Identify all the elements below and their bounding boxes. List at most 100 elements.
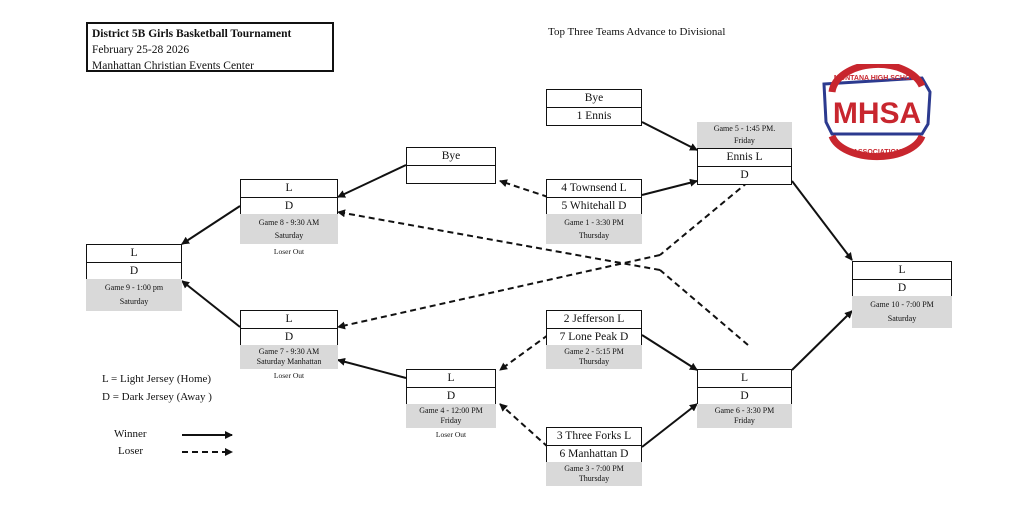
game7-time: Game 7 - 9:30 AM	[258, 347, 320, 356]
game4-time: Game 4 - 12:00 PM	[419, 406, 483, 415]
winner-line	[641, 403, 698, 448]
game5-box: Ennis L D	[697, 148, 792, 185]
game6-time: Game 6 - 3:30 PM	[714, 406, 775, 415]
legend-winner-label: Winner	[114, 428, 147, 440]
game3-light-slot: 3 Three Forks L	[556, 430, 632, 442]
bye-slot-top: Bye	[441, 150, 461, 162]
legend-dark: D = Dark Jersey (Away )	[102, 391, 212, 403]
game1-info: Game 1 - 3:30 PM Thursday	[546, 214, 642, 244]
winner-line	[641, 334, 698, 371]
game9-light-slot: L	[130, 247, 138, 259]
game2-light-slot: 2 Jefferson L	[563, 313, 625, 325]
game7-light-slot: L	[285, 313, 293, 325]
game7-box: L D	[240, 310, 338, 347]
legend-light: L = Light Jersey (Home)	[102, 373, 212, 385]
mhsa-logo: MONTANA HIGH SCHOOL MHSA ASSOCIATION	[822, 64, 932, 161]
game8-box: L D	[240, 179, 338, 216]
game2-box: 2 Jefferson L 7 Lone Peak D	[546, 310, 642, 347]
game1-light-slot: 4 Townsend L	[561, 182, 627, 194]
game10-box: L D	[852, 261, 952, 298]
game7-day: Saturday Manhattan	[256, 357, 322, 366]
game6-info: Game 6 - 3:30 PM Friday	[697, 404, 792, 428]
game3-info: Game 3 - 7:00 PM Thursday	[546, 462, 642, 486]
game5-time: Game 5 - 1:45 PM.	[713, 124, 776, 133]
game6-light-slot: L	[740, 372, 749, 384]
game10-dark-slot: D	[853, 279, 951, 297]
game7-info: Game 7 - 9:30 AM Saturday Manhattan	[240, 345, 338, 369]
game4-box: L D	[406, 369, 496, 406]
ennis-slot: 1 Ennis	[547, 107, 641, 125]
game4-loser-out: Loser Out	[435, 430, 467, 439]
game8-time: Game 8 - 9:30 AM	[258, 218, 320, 227]
game10-time: Game 10 - 7:00 PM	[870, 300, 934, 309]
bye-ennis-box: Bye 1 Ennis	[546, 89, 642, 126]
winner-line	[181, 205, 241, 245]
winner-line	[181, 280, 241, 328]
game3-time: Game 3 - 7:00 PM	[564, 464, 624, 473]
game9-info: Game 9 - 1:00 pm Saturday	[86, 279, 182, 311]
game6-day: Friday	[734, 416, 755, 425]
game1-box: 4 Townsend L 5 Whitehall D	[546, 179, 642, 216]
game10-info: Game 10 - 7:00 PM Saturday	[852, 296, 952, 328]
loser-line	[659, 269, 749, 346]
game6-box: L D	[697, 369, 792, 406]
game8-loser-out: Loser Out	[273, 247, 305, 256]
loser-line	[499, 403, 549, 448]
loser-line	[499, 334, 549, 371]
game7-dark-slot: D	[241, 328, 337, 346]
loser-line	[659, 181, 749, 256]
game10-day: Saturday	[887, 314, 917, 323]
advance-note: Top Three Teams Advance to Divisional	[548, 26, 726, 38]
game9-day: Saturday	[119, 297, 149, 306]
svg-text:MHSA: MHSA	[833, 97, 921, 130]
bye-slot-bottom	[407, 165, 495, 183]
loser-line	[337, 254, 661, 330]
game9-box: L D	[86, 244, 182, 281]
legend-loser-label: Loser	[118, 445, 144, 457]
game5-dark-slot: D	[698, 166, 791, 184]
jersey-legend: L = Light Jersey (Home) D = Dark Jersey …	[102, 370, 212, 406]
game8-info: Game 8 - 9:30 AM Saturday	[240, 214, 338, 244]
winner-line	[337, 357, 407, 379]
game5-light-slot: Ennis L	[726, 151, 763, 163]
game4-info: Game 4 - 12:00 PM Friday	[406, 404, 496, 428]
loser-line	[499, 179, 549, 198]
game4-dark-slot: D	[407, 387, 495, 405]
game2-day: Thursday	[578, 357, 610, 366]
game10-light-slot: L	[898, 264, 906, 276]
winner-line	[641, 121, 698, 151]
game2-dark-slot: 7 Lone Peak D	[547, 328, 641, 346]
game9-dark-slot: D	[87, 262, 181, 280]
game5-info: Game 5 - 1:45 PM. Friday	[697, 122, 792, 148]
game5-day: Friday	[734, 136, 755, 145]
winner-line	[791, 310, 853, 371]
game8-dark-slot: D	[241, 197, 337, 215]
bye-slot: Bye	[584, 92, 604, 104]
winner-line	[791, 180, 853, 261]
game8-day: Saturday	[274, 231, 304, 240]
svg-text:ASSOCIATION: ASSOCIATION	[853, 149, 901, 156]
tournament-venue: Manhattan Christian Events Center	[92, 60, 254, 72]
game1-day: Thursday	[578, 231, 610, 240]
game1-dark-slot: 5 Whitehall D	[547, 197, 641, 215]
game3-day: Thursday	[578, 474, 610, 483]
game7-loser-out: Loser Out	[273, 371, 305, 380]
bye-box: Bye	[406, 147, 496, 184]
game2-info: Game 2 - 5:15 PM Thursday	[546, 345, 642, 369]
game2-time: Game 2 - 5:15 PM	[564, 347, 624, 356]
winner-line	[337, 164, 407, 198]
game6-dark-slot: D	[698, 387, 791, 405]
game9-time: Game 9 - 1:00 pm	[104, 283, 164, 292]
tournament-dates: February 25-28 2026	[92, 44, 190, 56]
loser-line	[337, 209, 661, 271]
game3-box: 3 Three Forks L 6 Manhattan D	[546, 427, 642, 464]
tournament-title: District 5B Girls Basketball Tournament	[92, 28, 292, 40]
winner-line	[641, 178, 698, 196]
game3-dark-slot: 6 Manhattan D	[547, 445, 641, 463]
game4-light-slot: L	[447, 372, 455, 384]
game4-day: Friday	[440, 416, 462, 425]
tournament-header: District 5B Girls Basketball Tournament …	[86, 22, 334, 72]
svg-text:MONTANA HIGH SCHOOL: MONTANA HIGH SCHOOL	[834, 75, 921, 82]
game8-light-slot: L	[285, 182, 293, 194]
